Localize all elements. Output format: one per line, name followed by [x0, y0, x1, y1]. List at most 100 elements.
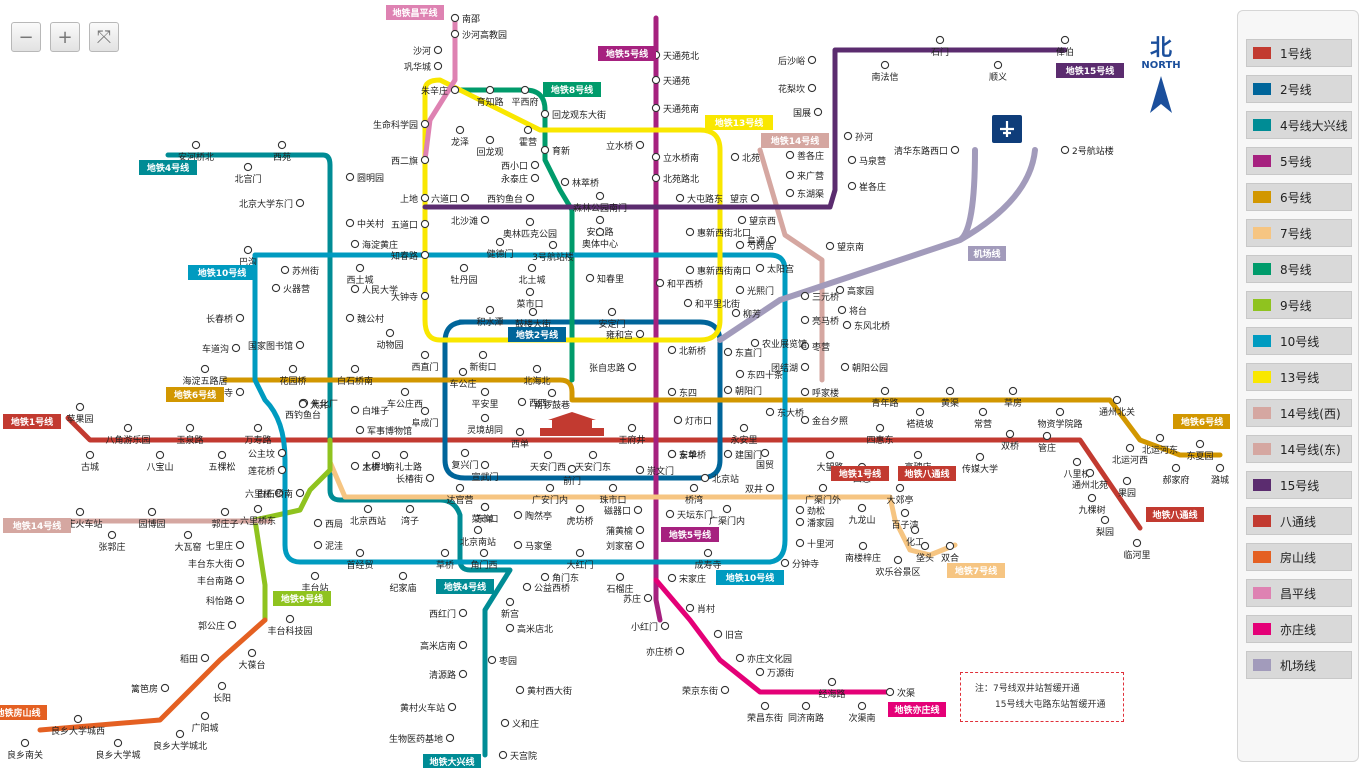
station[interactable]: 高家园	[835, 285, 874, 297]
station-label[interactable]: 永泰庄	[501, 173, 528, 185]
station[interactable]: 清源路	[429, 669, 468, 681]
station-label[interactable]: 六道口	[431, 193, 458, 205]
station-label[interactable]: 国展	[793, 108, 811, 119]
station[interactable]: 惠新西街北口	[685, 227, 751, 239]
zoom-in-button[interactable]: +	[50, 22, 80, 52]
station-label[interactable]: 苏庄	[623, 593, 641, 605]
station[interactable]: 车道沟	[202, 343, 241, 355]
station-label[interactable]: 长春桥	[206, 313, 233, 325]
station-marker[interactable]	[425, 473, 435, 483]
station-label[interactable]: 动物园	[376, 339, 403, 351]
station-label[interactable]: 大郊亭	[886, 494, 913, 506]
station-marker[interactable]	[75, 402, 85, 412]
station[interactable]: 旧宫	[713, 629, 743, 641]
station-marker[interactable]	[1072, 457, 1082, 467]
station-marker[interactable]	[480, 387, 490, 397]
station-label[interactable]: 欢乐谷景区	[875, 566, 920, 578]
station-label[interactable]: 北苑	[742, 152, 760, 164]
legend-item[interactable]: 4号线大兴线	[1246, 111, 1352, 139]
station-marker[interactable]	[880, 60, 890, 70]
station-label[interactable]: 西局	[325, 519, 343, 530]
station[interactable]: 通州北苑	[1072, 468, 1108, 491]
station-marker[interactable]	[285, 614, 295, 624]
station-label[interactable]: 园博园	[138, 518, 165, 530]
station-marker[interactable]	[295, 488, 305, 498]
station-label[interactable]: 双合	[941, 552, 959, 564]
station[interactable]: 湾子	[401, 504, 419, 527]
station-label[interactable]: 六里桥东	[240, 515, 276, 527]
station[interactable]: 中关村	[345, 218, 384, 230]
station[interactable]: 天坛东门	[665, 509, 713, 521]
station-marker[interactable]	[675, 646, 685, 656]
station-marker[interactable]	[350, 405, 360, 415]
station-marker[interactable]	[480, 413, 490, 423]
station[interactable]: 西钓鱼台	[487, 193, 535, 205]
station-label[interactable]: 育新	[552, 145, 570, 157]
station-label[interactable]: 珠市口	[599, 494, 626, 506]
station-marker[interactable]	[651, 152, 661, 162]
station[interactable]: 天安门西	[530, 450, 566, 473]
station-marker[interactable]	[73, 714, 83, 724]
legend-item[interactable]: 7号线	[1246, 219, 1352, 247]
station-label[interactable]: 牡丹园	[450, 274, 477, 286]
station-label[interactable]: 芍药居	[747, 240, 774, 252]
station[interactable]: 长春桥	[206, 313, 245, 325]
station[interactable]: 生物医药基地	[389, 733, 455, 745]
station[interactable]: 北苑路北	[651, 173, 699, 185]
station-label[interactable]: 北京南站	[460, 536, 496, 548]
station[interactable]: 潘家园	[795, 517, 834, 529]
station-label[interactable]: 广阳城	[191, 722, 218, 734]
legend-item[interactable]: 5号线	[1246, 147, 1352, 175]
station-marker[interactable]	[231, 343, 241, 353]
station-marker[interactable]	[1155, 433, 1165, 443]
station-marker[interactable]	[575, 548, 585, 558]
station-marker[interactable]	[750, 193, 760, 203]
station-label[interactable]: 花园桥	[279, 375, 306, 387]
station-label[interactable]: 磁器口	[604, 505, 631, 517]
station-marker[interactable]	[627, 362, 637, 372]
station[interactable]: 奥林匹克公园	[503, 217, 557, 240]
station-marker[interactable]	[398, 571, 408, 581]
station-marker[interactable]	[795, 505, 805, 515]
station-marker[interactable]	[595, 227, 605, 237]
station[interactable]: 人民大学	[350, 284, 398, 296]
station-marker[interactable]	[480, 502, 490, 512]
station-label[interactable]: 北运河西	[1112, 454, 1148, 466]
station[interactable]: 大井	[298, 399, 328, 411]
station-marker[interactable]	[458, 640, 468, 650]
station-marker[interactable]	[485, 135, 495, 145]
station-label[interactable]: 同济南路	[788, 712, 824, 724]
station-marker[interactable]	[1087, 493, 1097, 503]
station-marker[interactable]	[191, 140, 201, 150]
legend-item[interactable]: 14号线(西)	[1246, 399, 1352, 427]
station-marker[interactable]	[277, 140, 287, 150]
station-marker[interactable]	[895, 483, 905, 493]
station-label[interactable]: 张郭庄	[98, 541, 125, 553]
line-13[interactable]	[422, 77, 723, 343]
line-yizhuang[interactable]	[653, 577, 893, 695]
station-marker[interactable]	[527, 263, 537, 273]
station-marker[interactable]	[200, 653, 210, 663]
station-marker[interactable]	[478, 350, 488, 360]
station-label[interactable]: 黄村西大街	[527, 685, 572, 697]
station[interactable]: 东四十条	[735, 369, 783, 381]
station[interactable]: 望京西	[737, 215, 776, 227]
station[interactable]: 传媒大学	[962, 452, 998, 475]
station-marker[interactable]	[731, 308, 741, 318]
station-marker[interactable]	[515, 427, 525, 437]
station[interactable]: 宣武门	[471, 460, 499, 483]
station-label[interactable]: 立水桥	[606, 140, 633, 152]
station[interactable]: 西局	[313, 518, 343, 530]
station-label[interactable]: 西直门	[411, 361, 438, 373]
station[interactable]: 天通苑北	[651, 50, 699, 62]
station-label[interactable]: 褡裢坡	[906, 418, 933, 430]
station[interactable]: 草房	[1004, 386, 1022, 409]
station[interactable]: 丰台站	[301, 571, 329, 594]
station-label[interactable]: 义和庄	[512, 718, 539, 730]
station-label[interactable]: 高家园	[847, 285, 874, 297]
legend-item[interactable]: 14号线(东)	[1246, 435, 1352, 463]
station-label[interactable]: 东四	[679, 387, 697, 399]
station[interactable]: 广安门内	[532, 483, 568, 506]
station-label[interactable]: 良乡大学城	[95, 749, 140, 761]
station-label[interactable]: 广渠门外	[805, 494, 841, 506]
